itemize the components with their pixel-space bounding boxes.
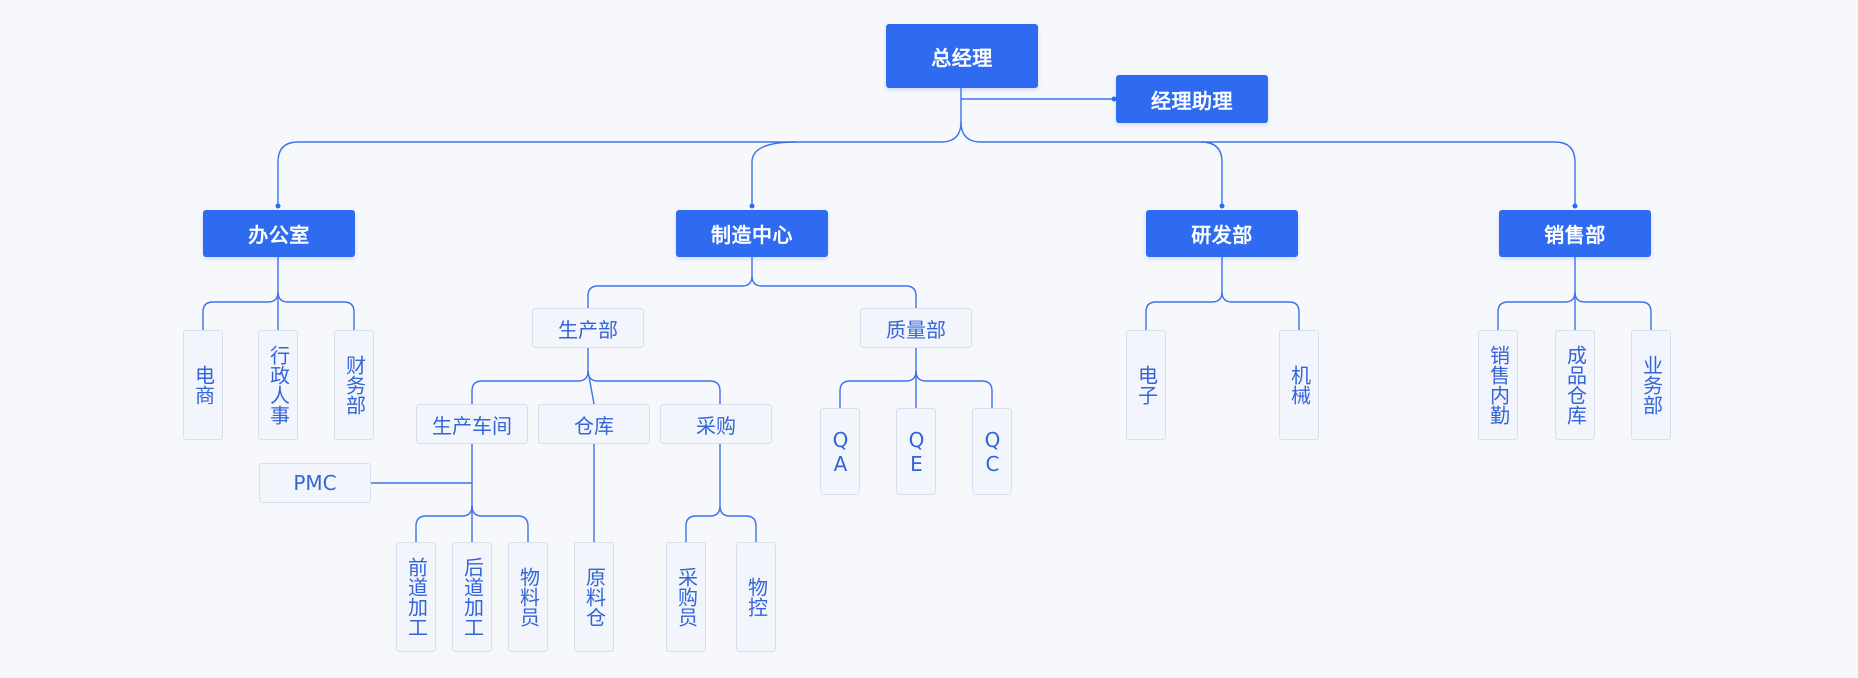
node-finance: 财务部 [334,330,374,440]
connector-purchase [685,444,721,542]
connector-rnd-right [1221,291,1300,330]
connector-dot [749,203,755,209]
node-assistant: 经理助理 [1116,75,1268,123]
connector-production-right [587,370,721,404]
node-material-control: 物控 [736,542,776,652]
node-qc: QC [972,408,1012,495]
connector-manufacturing-right [751,275,917,308]
node-ceo: 总经理 [886,24,1038,88]
connector-office [202,256,279,330]
connector-production-mid [587,370,595,405]
connector-dot [1111,96,1117,102]
node-mechanical: 机械 [1279,330,1319,440]
node-purchase: 采购 [660,404,772,444]
connector-office-right [277,291,355,330]
node-qa: QA [820,408,860,495]
connector-dot [1219,203,1225,209]
node-office: 办公室 [203,210,355,257]
connector-dot [275,203,281,209]
connector-quality [839,348,917,408]
node-admin-hr: 行政人事 [258,330,298,440]
node-manufacturing: 制造中心 [676,210,828,257]
connector-workshop-right [471,505,529,542]
node-material-clerk: 物料员 [508,542,548,652]
node-business-dept: 业务部 [1631,330,1671,440]
connector-sales-right [1574,291,1652,330]
node-back-process: 后道加工 [452,542,492,652]
node-workshop: 生产车间 [416,404,528,444]
node-pmc: PMC [259,463,371,503]
node-ecommerce: 电商 [183,330,223,440]
node-production: 生产部 [532,308,644,348]
connector-dot [1572,203,1578,209]
node-buyer: 采购员 [666,542,706,652]
node-electronics: 电子 [1126,330,1166,440]
connector-to-rnd [1200,141,1223,205]
connector-purchase-right [719,505,757,542]
node-qe: QE [896,408,936,495]
connector-production [471,348,589,404]
node-rnd: 研发部 [1146,210,1298,257]
node-raw-material-store: 原料仓 [574,542,614,652]
node-warehouse: 仓库 [538,404,650,444]
node-front-process: 前道加工 [396,542,436,652]
node-finished-goods-warehouse: 成品仓库 [1555,330,1595,440]
connector-manufacturing [587,256,753,308]
connector-to-manufacturing [751,141,797,205]
connector-quality-right [915,370,993,408]
connector-workshop [415,505,473,542]
connector-ceo-to-bus [277,88,962,205]
connector-bus-right [960,121,1576,205]
node-sales-support: 销售内勤 [1478,330,1518,440]
connector-sales [1497,256,1576,330]
connector-rnd [1145,256,1223,330]
node-sales: 销售部 [1499,210,1651,257]
node-quality: 质量部 [860,308,972,348]
